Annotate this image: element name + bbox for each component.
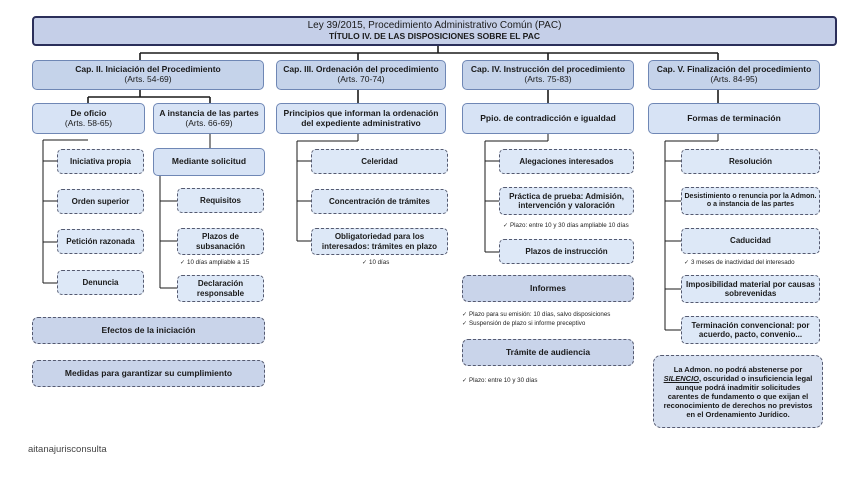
requisitos: Requisitos (177, 188, 264, 213)
chapter-arts: (Arts. 54-69) (124, 74, 172, 84)
chapter-title: Cap. IV. Instrucción del procedimiento (470, 64, 626, 75)
principios-ordenacion: Principios que informan la ordenación de… (276, 103, 446, 134)
plazos-subsanacion: Plazos de subsanación (177, 228, 264, 255)
obligatoriedad-interesados: Obligatoriedad para los interesados: trá… (311, 228, 448, 255)
celeridad: Celeridad (311, 149, 448, 174)
check-icon: ✓ (503, 223, 509, 229)
check-icon: ✓ (462, 321, 468, 327)
title-line2: TÍTULO IV. DE LAS DISPOSICIONES SOBRE EL… (329, 30, 540, 41)
orden-superior: Orden superior (57, 189, 144, 214)
check-icon: ✓ (180, 260, 186, 266)
de-oficio: De oficio (Arts. 58-65) (32, 103, 145, 134)
note-text: 10 días (369, 259, 390, 266)
chapter-iii: Cap. III. Ordenación del procedimiento (… (276, 60, 446, 90)
chapter-arts: (Arts. 75-83) (524, 74, 572, 84)
informes-note-2: ✓Suspensión de plazo si informe precepti… (462, 320, 585, 327)
title-line1: Ley 39/2015, Procedimiento Administrativ… (307, 20, 562, 32)
silencio-note-text: La Admon. no podrá abstenerse por SILENC… (660, 365, 816, 419)
note-text: 3 meses de inactividad del interesado (691, 259, 795, 266)
peticion-razonada: Petición razonada (57, 229, 144, 254)
silencio-note: La Admon. no podrá abstenerse por SILENC… (653, 355, 823, 428)
a-instancia-arts: (Arts. 66-69) (185, 117, 233, 128)
formas-terminacion: Formas de terminación (648, 103, 820, 134)
watermark: aitanajurisconsulta (28, 444, 107, 455)
principio-contradiccion: Ppio. de contradicción e igualdad (462, 103, 634, 134)
alegaciones-interesados: Alegaciones interesados (499, 149, 634, 174)
chapter-ii: Cap. II. Iniciación del Procedimiento (A… (32, 60, 264, 90)
note-text: 10 días ampliable a 15 (187, 259, 250, 266)
efectos-iniciacion: Efectos de la iniciación (32, 317, 265, 344)
check-icon: ✓ (462, 312, 468, 318)
medidas-cumplimiento: Medidas para garantizar su cumplimiento (32, 360, 265, 387)
note-text: Plazo: entre 10 y 30 días (469, 377, 538, 384)
audiencia-note: ✓Plazo: entre 10 y 30 días (462, 377, 537, 384)
practica-prueba: Práctica de prueba: Admisión, intervenci… (499, 187, 634, 215)
iniciativa-propia: Iniciativa propia (57, 149, 144, 174)
resolucion: Resolución (681, 149, 820, 174)
plazos-instruccion: Plazos de instrucción (499, 239, 634, 264)
declaracion-responsable: Declaración responsable (177, 275, 264, 302)
tramite-audiencia: Trámite de audiencia (462, 339, 634, 366)
a-instancia-title: A instancia de las partes (159, 107, 259, 118)
silencio-word: SILENCIO (663, 373, 700, 383)
de-oficio-arts: (Arts. 58-65) (64, 117, 113, 128)
note-text: Suspensión de plazo si informe preceptiv… (469, 320, 586, 327)
informes-note-1: ✓Plazo para su emisión: 10 días, salvo d… (462, 311, 610, 318)
chapter-v: Cap. V. Finalización del procedimiento (… (648, 60, 820, 90)
plazos-subsanacion-note: ✓10 días ampliable a 15 (180, 259, 249, 266)
chapter-title: Cap. II. Iniciación del Procedimiento (75, 64, 221, 75)
silencio-note-a: La Admon. no podrá abstenerse por (673, 364, 803, 374)
silencio-note-b: , oscuridad o insuficiencia legal aunque… (663, 373, 813, 419)
obligatoriedad-note: ✓10 días (362, 259, 389, 266)
check-icon: ✓ (362, 260, 368, 266)
chapter-arts: (Arts. 84-95) (710, 74, 758, 84)
chapter-title: Cap. III. Ordenación del procedimiento (283, 64, 439, 75)
desistimiento-renuncia: Desistimiento o renuncia por la Admon. o… (681, 187, 820, 215)
a-instancia: A instancia de las partes (Arts. 66-69) (153, 103, 265, 134)
check-icon: ✓ (462, 378, 468, 384)
chapter-arts: (Arts. 70-74) (337, 74, 385, 84)
chapter-title: Cap. V. Finalización del procedimiento (656, 64, 812, 75)
denuncia: Denuncia (57, 270, 144, 295)
main-title: Ley 39/2015, Procedimiento Administrativ… (32, 16, 837, 46)
note-text: Plazo para su emisión: 10 días, salvo di… (469, 311, 611, 318)
chapter-iv: Cap. IV. Instrucción del procedimiento (… (462, 60, 634, 90)
terminacion-convencional: Terminación convencional: por acuerdo, p… (681, 316, 820, 344)
mediante-solicitud: Mediante solicitud (153, 148, 265, 176)
note-text: Plazo: entre 10 y 30 días ampliable 10 d… (510, 222, 629, 229)
check-icon: ✓ (684, 260, 690, 266)
caducidad-note: ✓3 meses de inactividad del interesado (684, 259, 795, 266)
caducidad: Caducidad (681, 228, 820, 254)
informes: Informes (462, 275, 634, 302)
de-oficio-title: De oficio (70, 107, 107, 118)
imposibilidad-material: Imposibilidad material por causas sobrev… (681, 275, 820, 303)
concentracion-tramites: Concentración de trámites (311, 189, 448, 214)
practica-prueba-note: ✓Plazo: entre 10 y 30 días ampliable 10 … (503, 222, 629, 229)
